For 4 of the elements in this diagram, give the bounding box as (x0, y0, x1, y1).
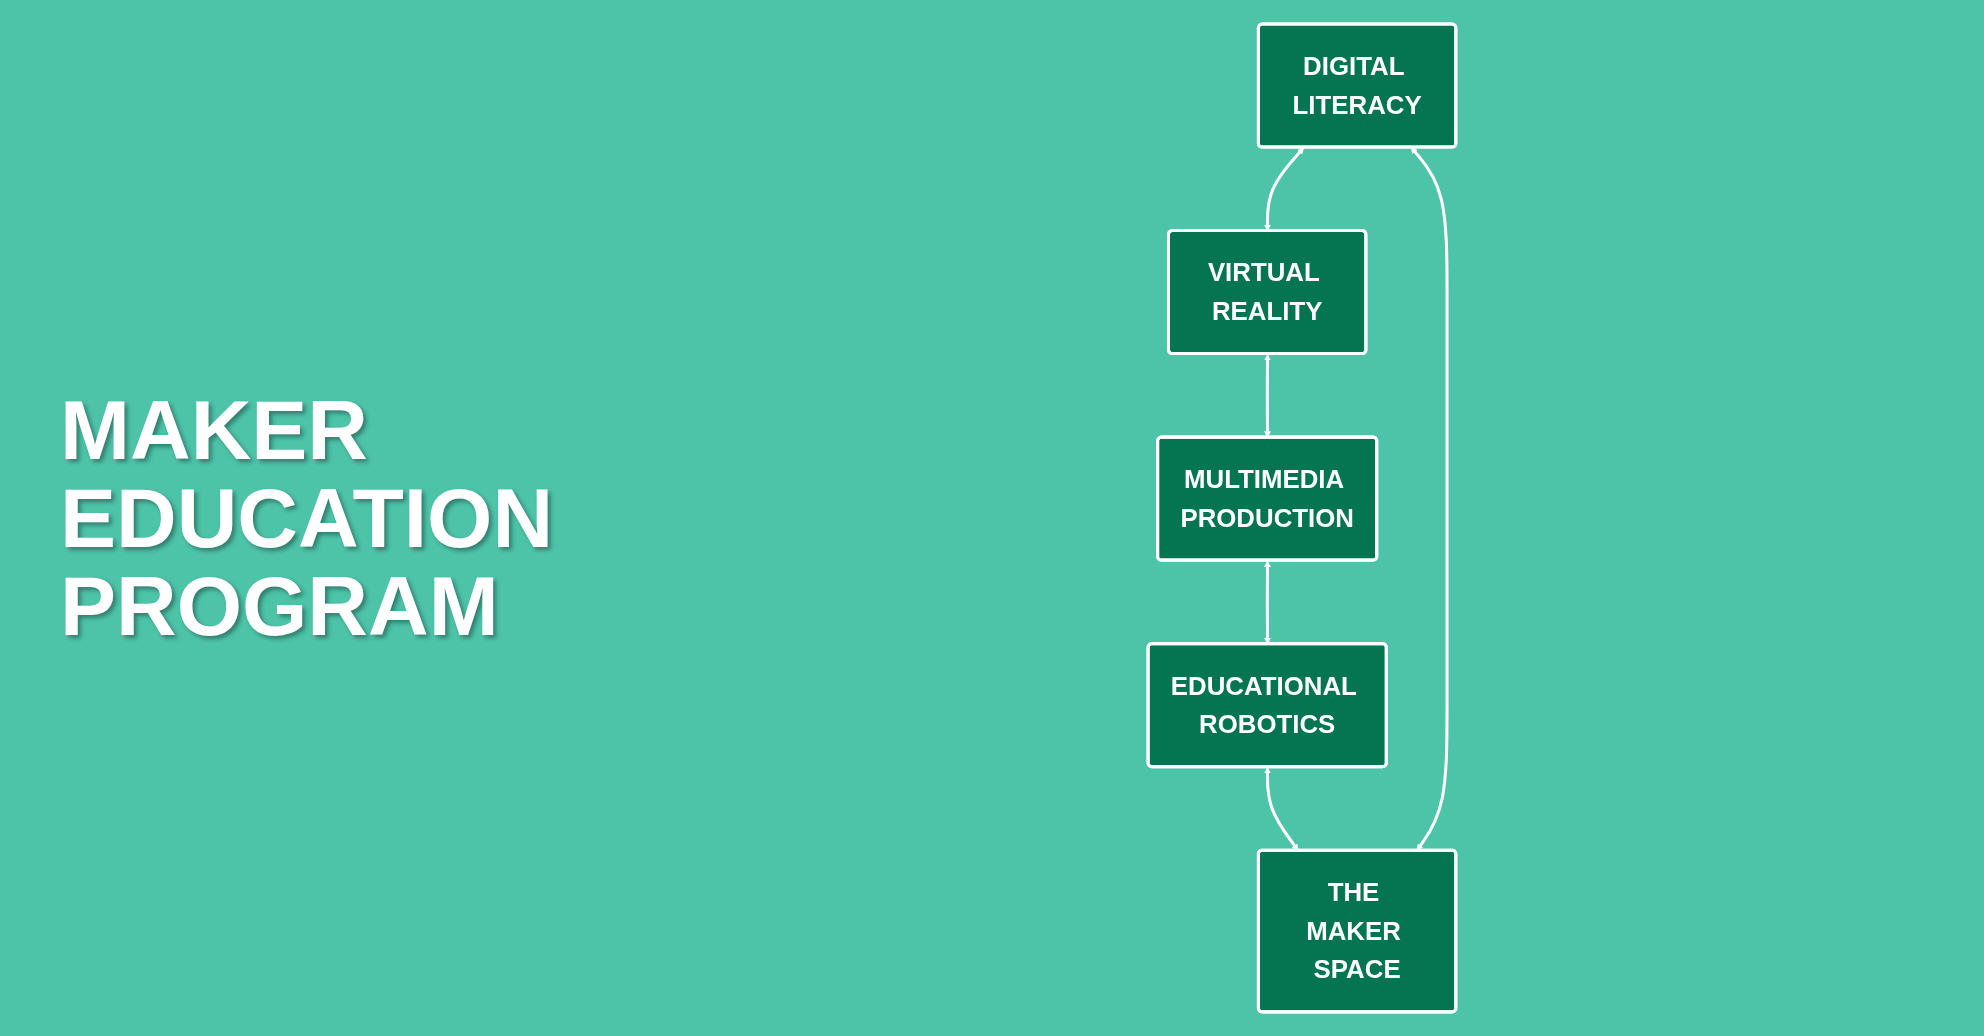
arrow (1410, 147, 1449, 851)
arrow (1264, 767, 1299, 851)
arrow (1264, 354, 1271, 438)
title: MAKER EDUCATION PROGRAM (59, 385, 555, 651)
